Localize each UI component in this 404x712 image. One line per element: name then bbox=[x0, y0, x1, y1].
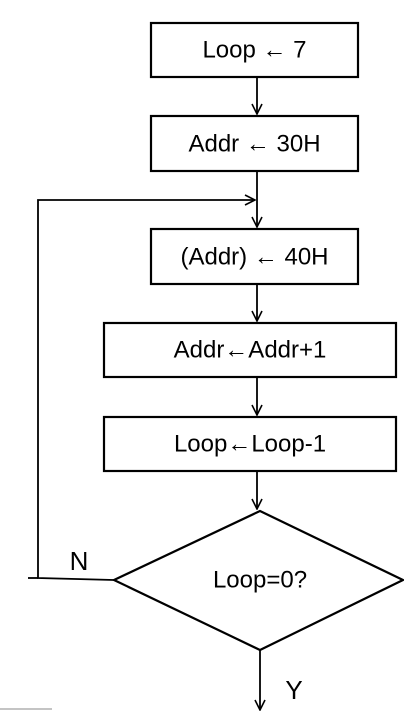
step-increment-text: Addr←Addr+1 bbox=[174, 337, 327, 364]
step-init-loop: Loop ← 7 bbox=[149, 21, 360, 79]
step-store: (Addr) ← 40H bbox=[149, 227, 360, 286]
step-decrement-text: Loop←Loop-1 bbox=[174, 431, 326, 458]
step-init-addr-text: Addr ← 30H bbox=[188, 131, 320, 158]
step-store-text: (Addr) ← 40H bbox=[180, 244, 328, 271]
yes-label: Y bbox=[285, 675, 302, 705]
decision-text: Loop=0? bbox=[213, 567, 307, 594]
step-init-loop-text: Loop ← 7 bbox=[202, 37, 306, 64]
step-increment: Addr←Addr+1 bbox=[102, 321, 398, 379]
decision-loop-zero: Loop=0? bbox=[111, 509, 404, 652]
step-init-addr: Addr ← 30H bbox=[149, 114, 360, 173]
step-decrement: Loop←Loop-1 bbox=[102, 415, 398, 473]
no-branch-loop-back bbox=[37, 200, 255, 581]
no-label: N bbox=[70, 546, 89, 576]
